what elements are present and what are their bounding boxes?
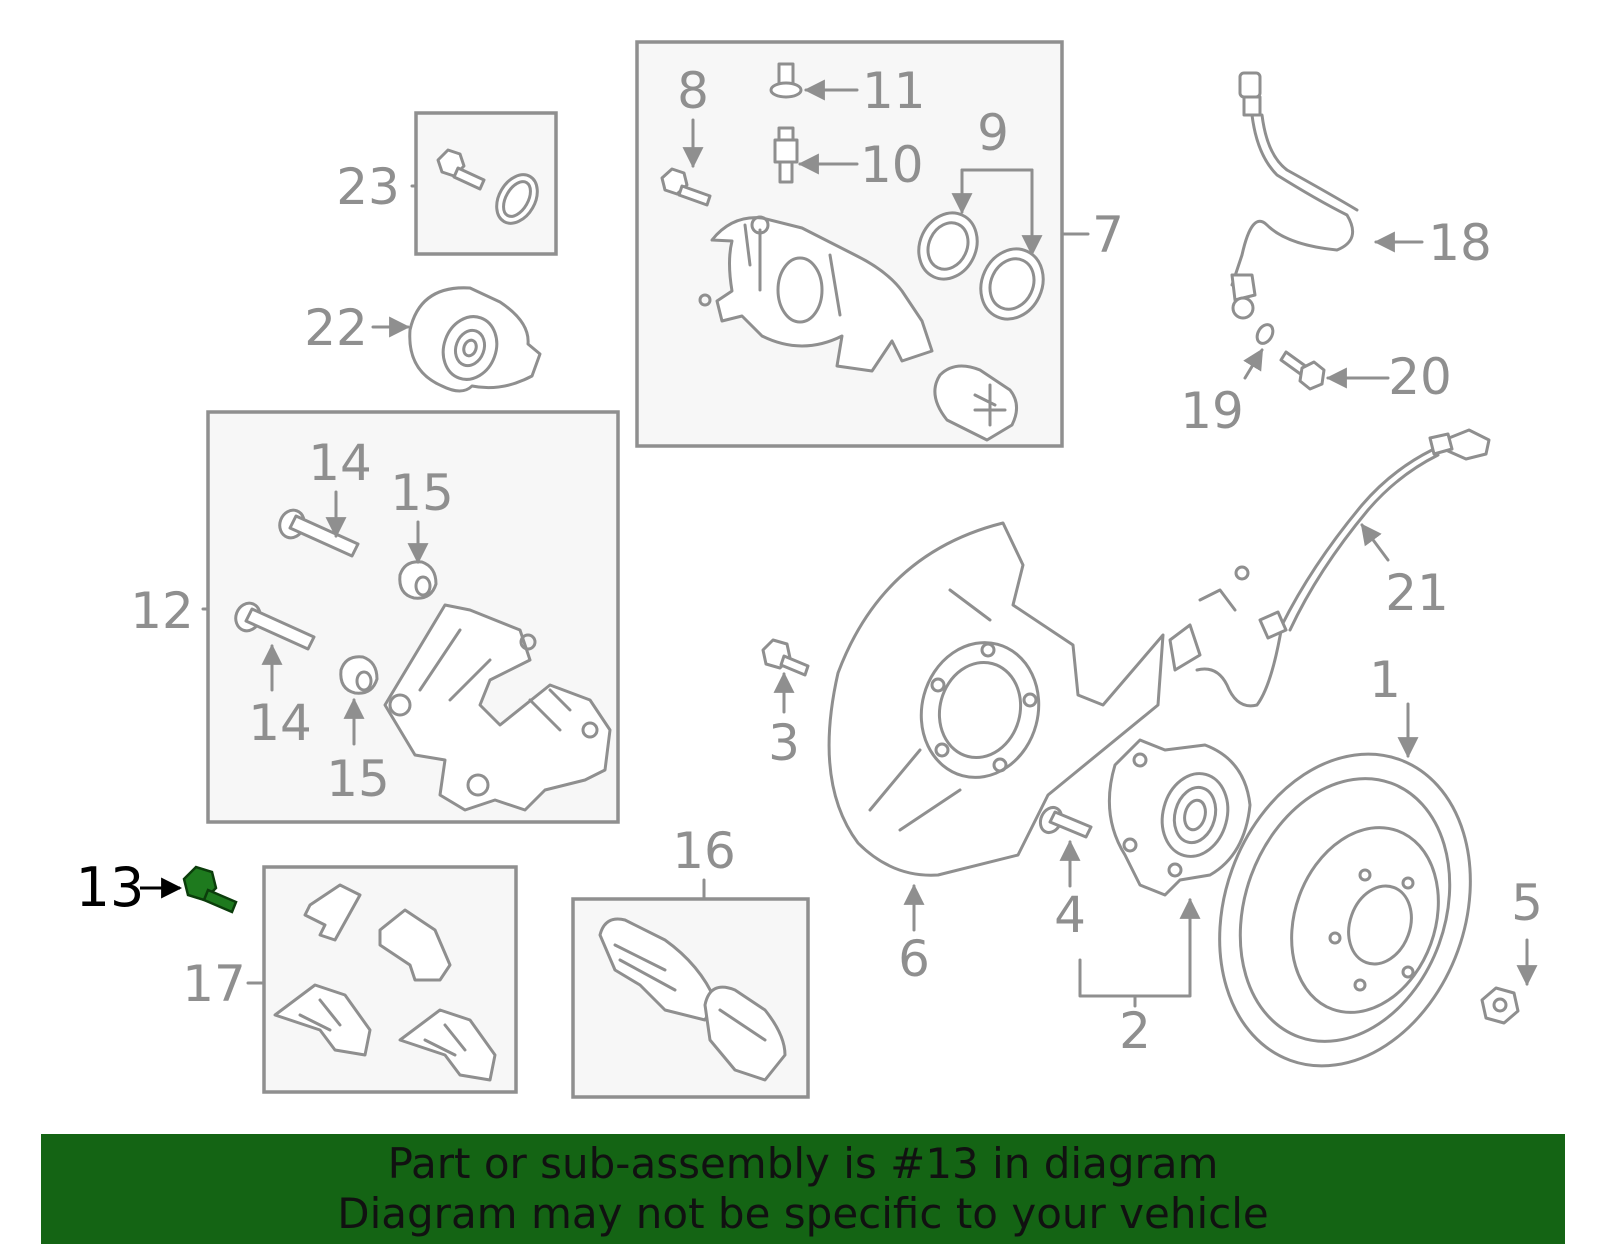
notice-banner: Part or sub-assembly is #13 in diagram D…: [41, 1134, 1565, 1244]
callout-9: 9: [977, 104, 1009, 162]
callout-15-lower: 15: [326, 750, 390, 808]
part-7-caliper-housing: [698, 215, 934, 373]
part-19-washer: [1255, 323, 1275, 345]
part-3-bolt: [761, 638, 810, 677]
part-6-dust-shield: [827, 521, 1165, 877]
banner-line-1: Part or sub-assembly is #13 in diagram: [387, 1139, 1219, 1188]
callout-11: 11: [862, 62, 926, 120]
callout-4: 4: [1054, 886, 1086, 944]
part-22-actuator: [408, 286, 542, 393]
part-4-wheel-bolt: [1038, 805, 1093, 839]
callout-22: 22: [304, 299, 368, 357]
part-23-bolt-and-seal: [436, 148, 539, 225]
part-9-seal-kit: [917, 211, 1045, 321]
callout-7: 7: [1092, 206, 1124, 264]
part-14-guide-pin-lower: [234, 601, 316, 651]
callout-10: 10: [860, 136, 924, 194]
callout-5: 5: [1511, 874, 1543, 932]
callout-13[interactable]: 13: [76, 856, 145, 919]
part-15-boot-lower: [339, 655, 379, 695]
part-21-speed-sensor: [1168, 428, 1491, 708]
callout-2: 2: [1119, 1002, 1151, 1060]
callout-8: 8: [677, 62, 709, 120]
part-15-boot-upper: [398, 560, 438, 600]
callout-12: 12: [130, 582, 194, 640]
callout-20: 20: [1388, 348, 1452, 406]
callout-14-lower: 14: [248, 694, 312, 752]
callout-14-upper: 14: [308, 434, 372, 492]
callout-3: 3: [768, 714, 800, 772]
part-16-brake-pads: [598, 917, 787, 1082]
part-10-bleeder-screw: [773, 126, 799, 184]
callout-16: 16: [672, 822, 736, 880]
leader-lines: [140, 79, 1538, 1008]
callout-23: 23: [336, 158, 400, 216]
part-2-hub-assembly: [1107, 738, 1252, 897]
piston: [933, 364, 1018, 442]
part-13-bolt-highlighted[interactable]: [182, 865, 238, 914]
part-18-brake-hose: [1230, 71, 1359, 320]
callout-18: 18: [1428, 214, 1492, 272]
part-5-nut: [1480, 986, 1520, 1025]
callout-1: 1: [1369, 651, 1401, 709]
callout-17: 17: [182, 955, 246, 1013]
part-1-brake-rotor: [1218, 752, 1472, 1068]
banner-line-2: Diagram may not be specific to your vehi…: [337, 1189, 1269, 1238]
callout-15-upper: 15: [390, 464, 454, 522]
part-20-bolt: [1279, 350, 1326, 391]
callout-21: 21: [1385, 564, 1449, 622]
part-11-bleeder-cap: [769, 62, 803, 99]
callout-6: 6: [898, 930, 930, 988]
callout-19: 19: [1180, 382, 1244, 440]
part-12-caliper-bracket: [383, 603, 612, 812]
part-8-bolt: [660, 167, 712, 207]
part-17-clip-kit: [273, 883, 497, 1082]
